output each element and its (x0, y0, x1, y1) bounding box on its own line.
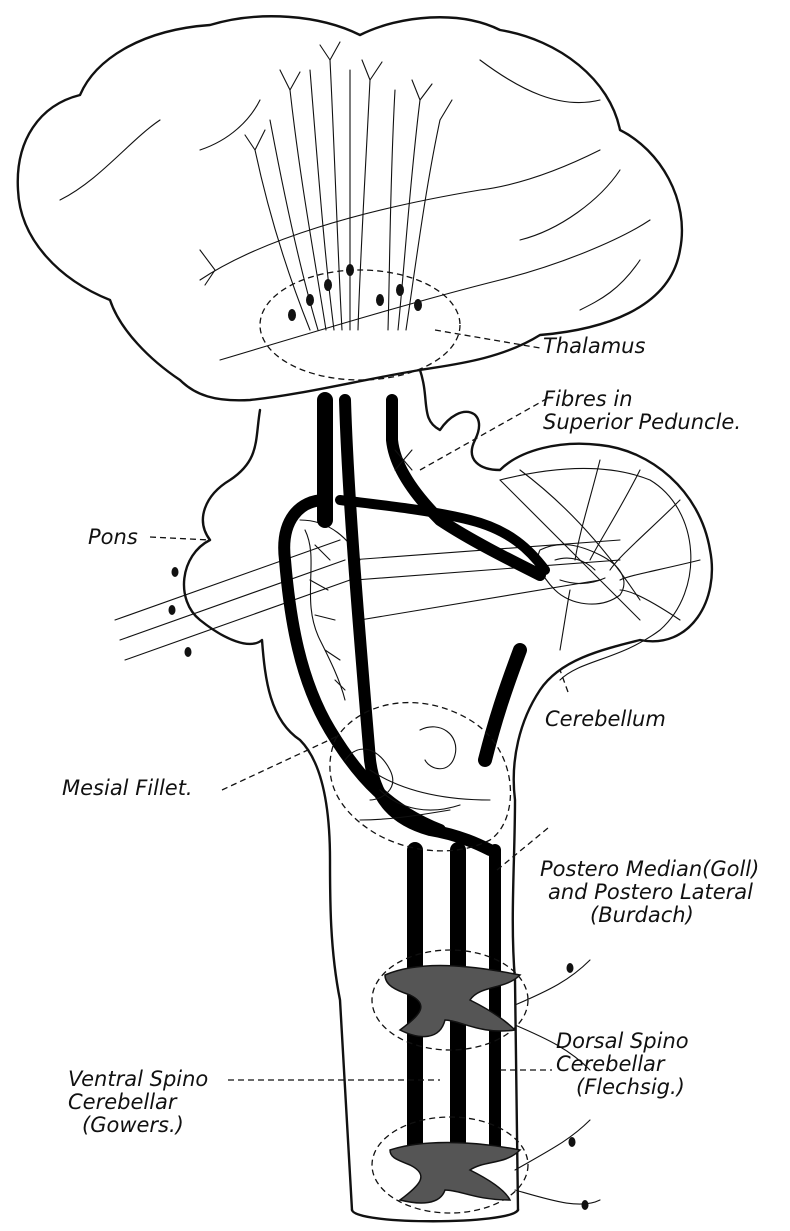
sulcus (520, 170, 620, 240)
ventral-spino-cerebellar-label: Ventral Spino Cerebellar (Gowers.) (68, 1068, 208, 1137)
postero-median-lateral-label: Postero Median(Goll) and Postero Lateral… (540, 858, 759, 927)
thalamus-label: Thalamus (543, 335, 645, 358)
sulcus (60, 120, 160, 200)
pons-label: Pons (88, 526, 138, 549)
cortical-fibres (245, 42, 452, 330)
fibre-tracts (284, 400, 545, 1150)
sulcus (580, 260, 640, 310)
sulcus (200, 150, 600, 280)
neuron-cell-bodies (288, 264, 422, 321)
sulcus (200, 250, 215, 285)
sulcus (200, 100, 260, 150)
fibres-superior-peduncle-label: Fibres in Superior Peduncle. (543, 388, 741, 434)
brainstem-outline (184, 410, 352, 1210)
dorsal-spino-cerebellar-label: Dorsal Spino Cerebellar (Flechsig.) (556, 1030, 689, 1099)
mesial-fillet-label: Mesial Fillet. (62, 777, 193, 800)
cerebellum-label: Cerebellum (545, 708, 666, 731)
